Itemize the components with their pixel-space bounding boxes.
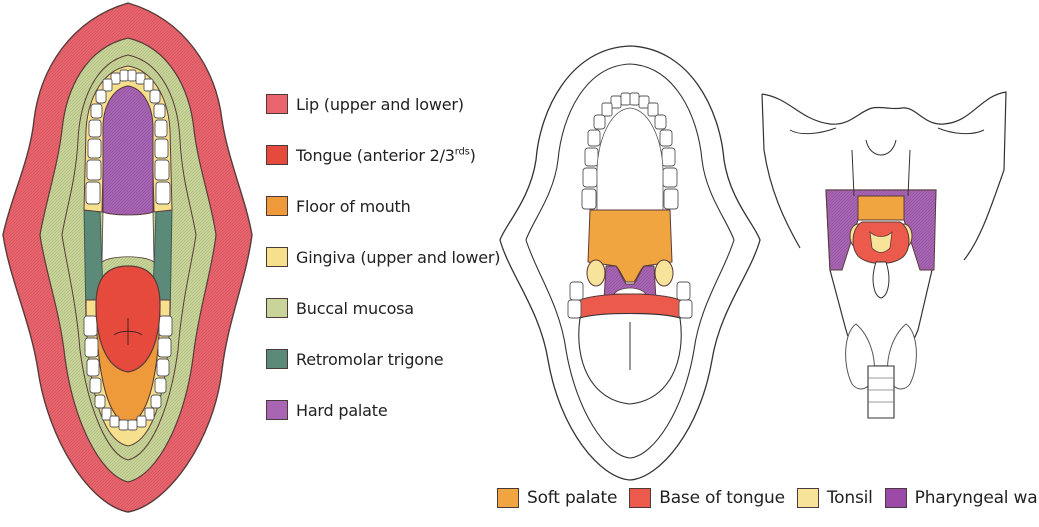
legend-label-tongue: Tongue (anterior 2/3rds): [296, 146, 476, 165]
legend-item-tongue: Tongue (anterior 2/3rds): [266, 143, 476, 167]
legend-label-tongue-main: Tongue (anterior 2/3: [296, 146, 455, 165]
legend-swatch-floor-of-mouth: [266, 196, 288, 216]
pharynx-posterior-figure: [762, 92, 1006, 418]
legend-label-tongue-tail: ): [470, 146, 476, 165]
legend-label-tongue-sup: rds: [455, 146, 470, 157]
legend-label-retromolar-trigone: Retromolar trigone: [296, 350, 443, 369]
oropharynx-frontal-figure: [500, 46, 760, 480]
legend-item-soft-palate: Soft palate: [497, 488, 617, 508]
legend-item-gingiva: Gingiva (upper and lower): [266, 245, 500, 269]
legend-item-lip: Lip (upper and lower): [266, 92, 464, 116]
legend-label-buccal-mucosa: Buccal mucosa: [296, 299, 414, 318]
legend-item-hard-palate: Hard palate: [266, 398, 388, 422]
legend-swatch-buccal-mucosa: [266, 298, 288, 318]
legend-item-retromolar-trigone: Retromolar trigone: [266, 347, 443, 371]
legend-label-gingiva: Gingiva (upper and lower): [296, 248, 500, 267]
legend-label-tonsil: Tonsil: [827, 488, 873, 508]
legend-item-buccal-mucosa: Buccal mucosa: [266, 296, 414, 320]
tonsil-right: [655, 260, 673, 286]
legend-item-pharyngeal-wall: Pharyngeal wall: [885, 488, 1039, 508]
legend-label-lip: Lip (upper and lower): [296, 95, 464, 114]
legend-item-tonsil: Tonsil: [797, 488, 873, 508]
legend-label-soft-palate: Soft palate: [527, 488, 617, 508]
tonsil-left: [587, 260, 605, 286]
legend-item-base-of-tongue: Base of tongue: [629, 488, 785, 508]
legend-label-pharyngeal-wall: Pharyngeal wall: [915, 488, 1039, 508]
legend-swatch-tongue: [266, 145, 288, 165]
hard-palate-region: [103, 86, 153, 215]
soft-palate-posterior: [858, 196, 904, 220]
legend-label-floor-of-mouth: Floor of mouth: [296, 197, 411, 216]
legend-swatch-soft-palate: [497, 488, 519, 508]
legend-label-hard-palate: Hard palate: [296, 401, 388, 420]
legend-swatch-gingiva: [266, 247, 288, 267]
legend-swatch-lip: [266, 94, 288, 114]
oropharynx-legend: Soft palate Base of tongue Tonsil Pharyn…: [497, 485, 1039, 511]
legend-label-base-of-tongue: Base of tongue: [659, 488, 785, 508]
legend-swatch-pharyngeal-wall: [885, 488, 907, 508]
trachea: [868, 366, 894, 418]
legend-swatch-retromolar-trigone: [266, 349, 288, 369]
legend-swatch-hard-palate: [266, 400, 288, 420]
oral-cavity-figure: [3, 3, 252, 512]
legend-swatch-base-of-tongue: [629, 488, 651, 508]
legend-swatch-tonsil: [797, 488, 819, 508]
legend-item-floor-of-mouth: Floor of mouth: [266, 194, 411, 218]
